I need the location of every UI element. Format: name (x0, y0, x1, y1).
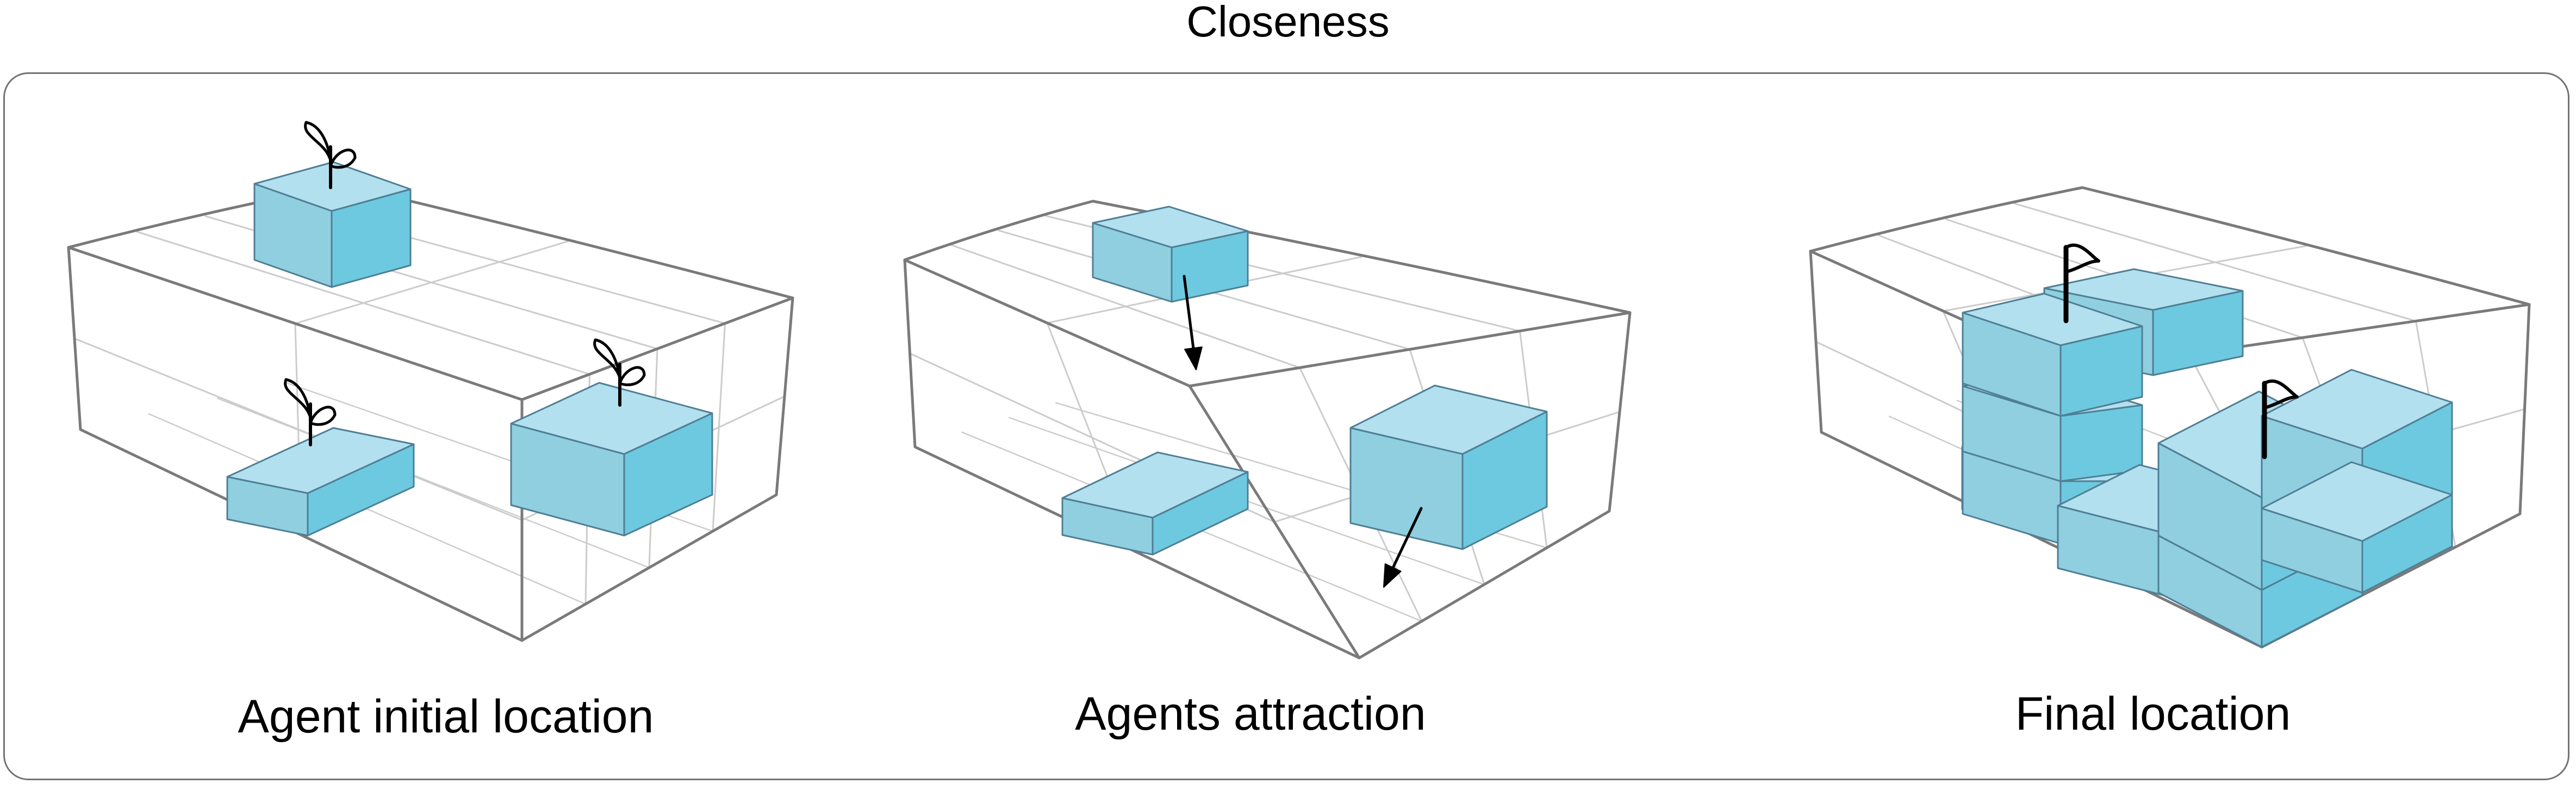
cube-top-face (2261, 461, 2453, 542)
agent-cube (1349, 384, 1548, 550)
box-front-vertical-edge (1188, 384, 1361, 660)
sprout-leaf-right (309, 406, 337, 426)
arrow-shaft (1183, 275, 1195, 350)
cube-top-face (1061, 451, 1249, 519)
cube-top-face (1092, 206, 1249, 248)
agent-cube (253, 161, 412, 288)
cube-top-face (2261, 369, 2453, 450)
sprout-icon (304, 121, 357, 189)
sprout-leaf-right (329, 148, 357, 169)
cube-top-face (226, 427, 415, 494)
agent-cube (1092, 206, 1249, 303)
figure-title: Closeness (1186, 0, 1390, 46)
agent-cube (1962, 293, 2143, 417)
box-top-front-edge (903, 258, 1632, 388)
cube-top-face (510, 382, 713, 455)
cube-top-face (1962, 293, 2143, 346)
caption-final-location: Final location (2015, 688, 2291, 740)
flag-icon (2262, 379, 2299, 459)
down-arrow-icon (1383, 507, 1423, 588)
flag-cloth (2064, 243, 2100, 273)
sprout-icon (593, 338, 646, 407)
arrow-shaft (1391, 507, 1423, 569)
box-top-back-edge (67, 183, 794, 300)
arrow-head (1383, 563, 1402, 588)
agent-cube (1061, 451, 1249, 556)
panel-final-location (1809, 186, 2531, 649)
agent-cube (226, 427, 415, 537)
agent-cube (2261, 461, 2453, 594)
panel-agent-initial-location (67, 121, 794, 642)
grid-line (148, 413, 587, 605)
box-top-back-edge (1809, 186, 2531, 306)
flag-icon (2063, 243, 2100, 324)
grid-line (294, 240, 569, 325)
grid-line (216, 397, 650, 569)
sprout-leaf-left (593, 338, 621, 380)
caption-agent-initial-location: Agent initial location (238, 691, 654, 743)
box-top-back-edge (903, 200, 1632, 314)
cube-top-face (2043, 268, 2244, 311)
arrow-head (1184, 346, 1203, 370)
flag-cloth (2263, 379, 2299, 409)
sprout-leaf-left (284, 378, 312, 419)
panel-agents-attraction (903, 200, 1632, 660)
down-arrow-icon (1183, 275, 1203, 370)
sprout-icon (284, 378, 337, 446)
panel-frame (3, 72, 2569, 780)
caption-agents-attraction: Agents attraction (1075, 688, 1426, 740)
sprout-leaf-left (304, 121, 332, 162)
cube-top-face (1349, 384, 1548, 455)
agent-cube (510, 382, 713, 537)
sprout-leaf-right (618, 366, 646, 387)
